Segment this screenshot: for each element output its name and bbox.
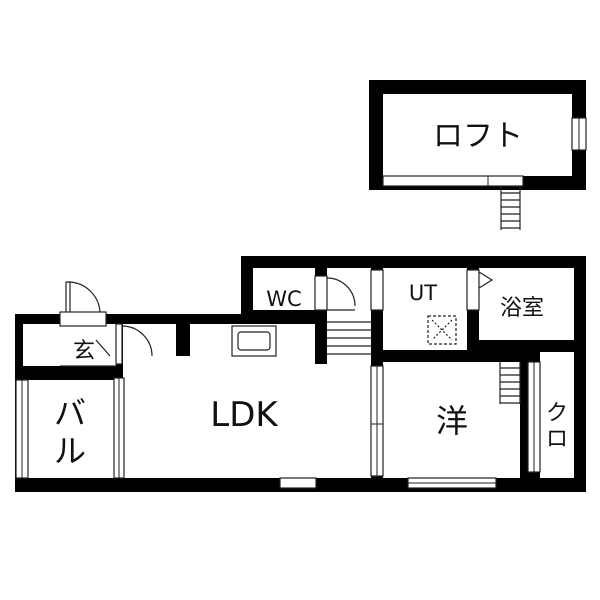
room-label-wc: WC	[266, 287, 301, 311]
loft-area: ロフト	[369, 80, 587, 230]
ut-door	[370, 269, 384, 311]
closet-floor	[540, 352, 574, 478]
room-label-ut: UT	[409, 281, 437, 305]
washer-space	[427, 315, 457, 345]
room-label-western: 洋	[436, 402, 468, 440]
room-label-closet-1: ク	[546, 401, 568, 426]
bath-floor	[479, 268, 574, 340]
genkan-inner-door	[115, 323, 153, 365]
hall-stairs	[327, 321, 371, 355]
hall-floor	[327, 268, 371, 328]
main-floor: WC UT 浴室 玄 LDK 洋 バ ル ク ロ	[15, 256, 586, 492]
genkan-floor	[23, 324, 116, 366]
balcony-floor	[28, 380, 116, 478]
loft-floor	[383, 94, 572, 176]
front-door-opening	[59, 311, 107, 327]
ldk-bottom-window	[279, 477, 317, 489]
front-door	[65, 281, 101, 315]
ut-floor	[383, 268, 467, 350]
ldk-wall-stub-right	[315, 324, 327, 364]
room-label-genkan: 玄	[73, 339, 95, 364]
wc-door	[314, 275, 356, 311]
loft-railing	[382, 175, 524, 187]
room-label-ldk: LDK	[210, 395, 279, 435]
wc-floor	[253, 268, 315, 310]
ldk-wall-stub-left	[176, 324, 190, 356]
room-label-balcony-2: ル	[54, 432, 86, 470]
western-ladder	[499, 362, 521, 404]
room-label-balcony-1: バ	[54, 394, 86, 432]
room-label-closet-2: ロ	[546, 427, 568, 452]
bath-door	[466, 269, 480, 311]
loft-ladder	[500, 186, 521, 230]
western-floor	[383, 362, 520, 478]
room-label-loft: ロフト	[433, 119, 523, 154]
room-label-bath: 浴室	[500, 296, 544, 321]
kitchen-sink	[231, 325, 277, 357]
